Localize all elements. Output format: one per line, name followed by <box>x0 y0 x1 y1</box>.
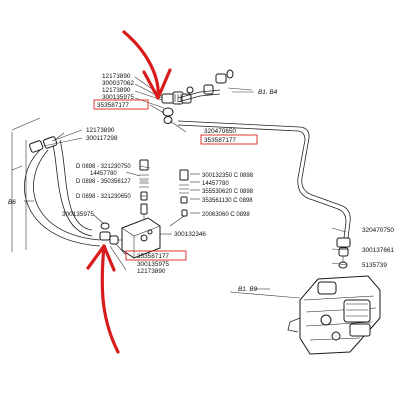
highlight-box <box>200 134 258 145</box>
right-internals <box>169 169 189 227</box>
left-flexible-hoses <box>24 132 101 247</box>
upper-pipe <box>177 89 221 103</box>
bottom-red-arrow-head <box>86 244 116 272</box>
part-label: 12173890 <box>102 87 131 94</box>
part-label: 300037062 <box>102 80 134 87</box>
part-label: 12173890 <box>86 127 115 134</box>
reference-tag: B1. B9 <box>238 286 258 293</box>
long-rigid-pipe <box>177 120 351 239</box>
part-label: 300117298 <box>86 135 118 142</box>
red-arrows <box>86 30 172 354</box>
part-label: 300132346 <box>174 231 206 238</box>
valve-internals <box>139 159 149 220</box>
part-label-highlighted: 353587177 <box>204 137 236 144</box>
leader-lines <box>43 76 350 299</box>
part-label: 320470650 <box>204 128 236 135</box>
part-label: 300135975 <box>102 94 134 101</box>
top-red-arrow-head <box>142 68 172 100</box>
part-label: 320470750 <box>362 227 394 234</box>
bottom-red-arrow <box>100 244 120 354</box>
part-label-highlighted: 353587177 <box>97 102 129 109</box>
part-label: 20063060 C 0898 <box>202 212 250 218</box>
part-label: 14457780 <box>90 171 117 177</box>
part-label: 300132350 C 0898 <box>202 173 254 179</box>
frame-lines <box>11 117 41 252</box>
reference-tag: B1. B4 <box>258 89 278 96</box>
top-red-arrow <box>122 30 160 100</box>
part-labels: 12173890 300037062 12173890 300135975 35… <box>62 73 394 275</box>
part-label: 300135975 <box>137 261 169 268</box>
part-label: D 0898 - 321230650 <box>76 194 131 200</box>
part-label: 353561130 C 0898 <box>202 198 253 204</box>
part-label: 5135739 <box>362 262 387 269</box>
part-label: 12173890 <box>102 73 131 80</box>
part-label-highlighted: 353587177 <box>137 253 169 260</box>
part-label: 14457780 <box>202 181 229 187</box>
part-label: D 0898 - 321230750 <box>76 164 131 170</box>
reference-tags: B1. B4 B6 B1. B9 <box>8 89 278 293</box>
valve-block <box>99 217 161 259</box>
part-label: 12173890 <box>137 268 166 275</box>
reference-tag: B6 <box>8 199 16 206</box>
part-label: 300137661 <box>362 247 394 254</box>
part-label: 300135975 <box>62 211 94 218</box>
pump-body <box>287 275 381 355</box>
part-label: 355530620 C 0898 <box>202 189 254 195</box>
part-label: D 0898 - 350356127 <box>76 179 131 185</box>
highlight-box <box>93 99 149 110</box>
lower-right-fittings <box>336 237 351 269</box>
highlight-box <box>125 250 187 261</box>
